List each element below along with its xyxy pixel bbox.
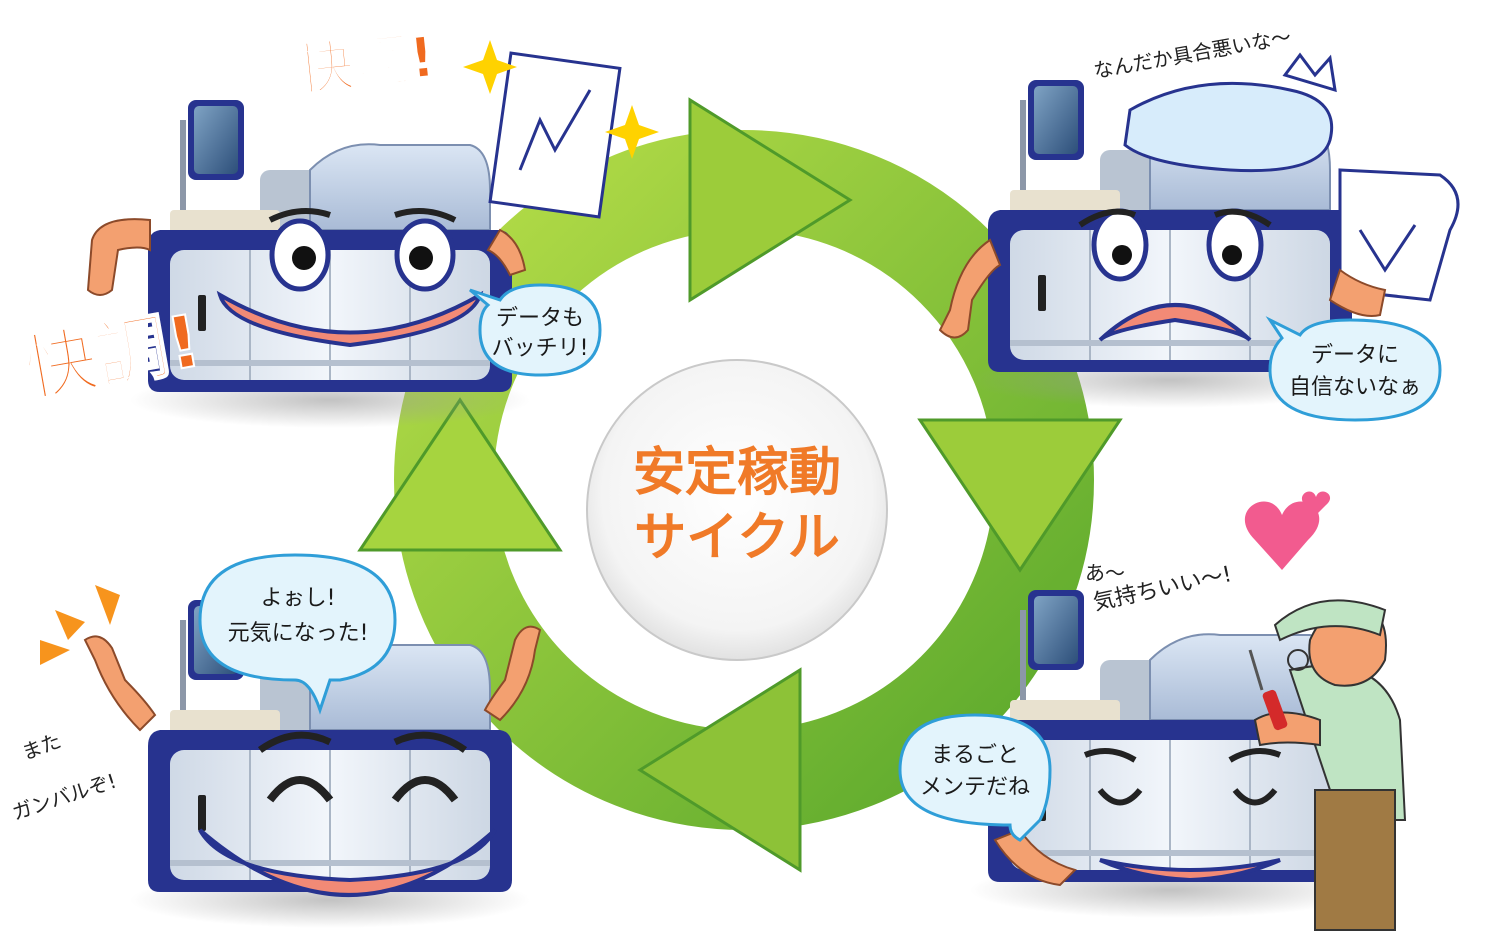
arrow-head-right	[917, 418, 1123, 573]
sparkle-icon	[605, 105, 659, 159]
speech-bubble-top-right: データに 自信ないなぁ	[1265, 316, 1442, 422]
cycle-arrows	[357, 97, 1123, 873]
heart-icon	[1244, 501, 1320, 570]
ice-bag-icon	[1123, 52, 1337, 173]
thought-line1: あ〜	[1085, 561, 1125, 585]
bubble-line2: 自信ないなぁ	[1289, 375, 1421, 400]
state-bottom-right: あ〜 気持ちいい〜! まるごと メンテだね	[898, 491, 1407, 931]
side-text-line1: また	[19, 728, 65, 764]
arm-left	[86, 218, 151, 296]
bubble-line2: バッチリ!	[492, 336, 589, 361]
chart-paper-icon	[488, 51, 622, 219]
center-title-line2: サイクル	[634, 508, 839, 568]
center-title-line1: 安定稼動	[633, 443, 841, 503]
exclaim-top: 快調!	[295, 25, 439, 104]
bubble-line1: よぉし!	[261, 586, 336, 611]
state-top-left: 快調! 快調! データも バッチリ!	[17, 24, 659, 429]
speech-bubble-top-left: データも バッチリ!	[469, 283, 602, 377]
heart-icon	[1301, 491, 1331, 515]
bubble-line2: メンテだね	[920, 775, 1030, 800]
sparkle-icon	[463, 40, 517, 94]
thought-text: なんだか具合悪いな〜	[1092, 25, 1293, 83]
center-label: 安定稼動 サイクル	[586, 359, 888, 661]
spark-burst-icon	[40, 585, 120, 665]
bubble-line1: データに	[1311, 343, 1399, 368]
chart-paper-icon	[1338, 168, 1460, 302]
state-bottom-left: また ガンバルぞ! よぉし! 元気になった!	[9, 553, 542, 929]
arrow-head-left	[357, 397, 563, 552]
speech-bubble-bottom-left: よぉし! 元気になった!	[198, 553, 397, 715]
state-top-right: なんだか具合悪いな〜 データに 自信ないなぁ	[938, 25, 1460, 422]
arrow-head-top	[688, 97, 853, 303]
side-text-line2: ガンバルぞ!	[9, 769, 119, 825]
speech-bubble-bottom-right: まるごと メンテだね	[898, 713, 1052, 842]
bubble-line1: データも	[496, 306, 584, 331]
bubble-line2: 元気になった!	[228, 621, 369, 646]
technician-icon	[1253, 599, 1407, 931]
bubble-line1: まるごと	[931, 743, 1019, 768]
arrow-head-bottom	[637, 667, 802, 873]
screwdriver-icon	[1248, 649, 1288, 731]
